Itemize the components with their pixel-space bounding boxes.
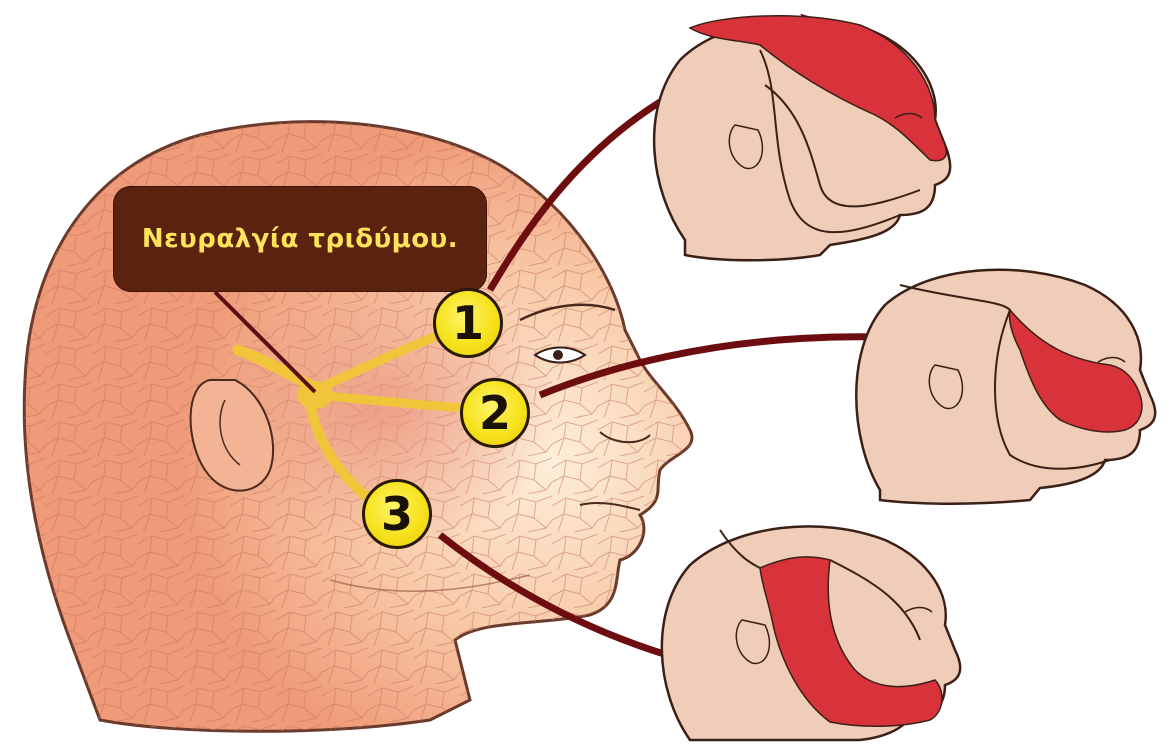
title-box: Νευραλγία τριδύμου.	[113, 186, 487, 292]
branch-badge-3: 3	[362, 479, 432, 549]
branch-number-3: 3	[381, 491, 413, 537]
nerve-ganglion	[297, 381, 333, 409]
diagram-title: Νευραλγία τριδύμου.	[142, 224, 458, 254]
small-head-mandibular	[662, 526, 960, 740]
branch-badge-1: 1	[433, 288, 503, 358]
small-head-maxillary	[856, 270, 1155, 504]
small-head-ophthalmic	[654, 16, 950, 260]
large-pupil	[553, 350, 563, 360]
branch-number-1: 1	[452, 300, 484, 346]
branch-number-2: 2	[479, 390, 511, 436]
branch-badge-2: 2	[460, 378, 530, 448]
